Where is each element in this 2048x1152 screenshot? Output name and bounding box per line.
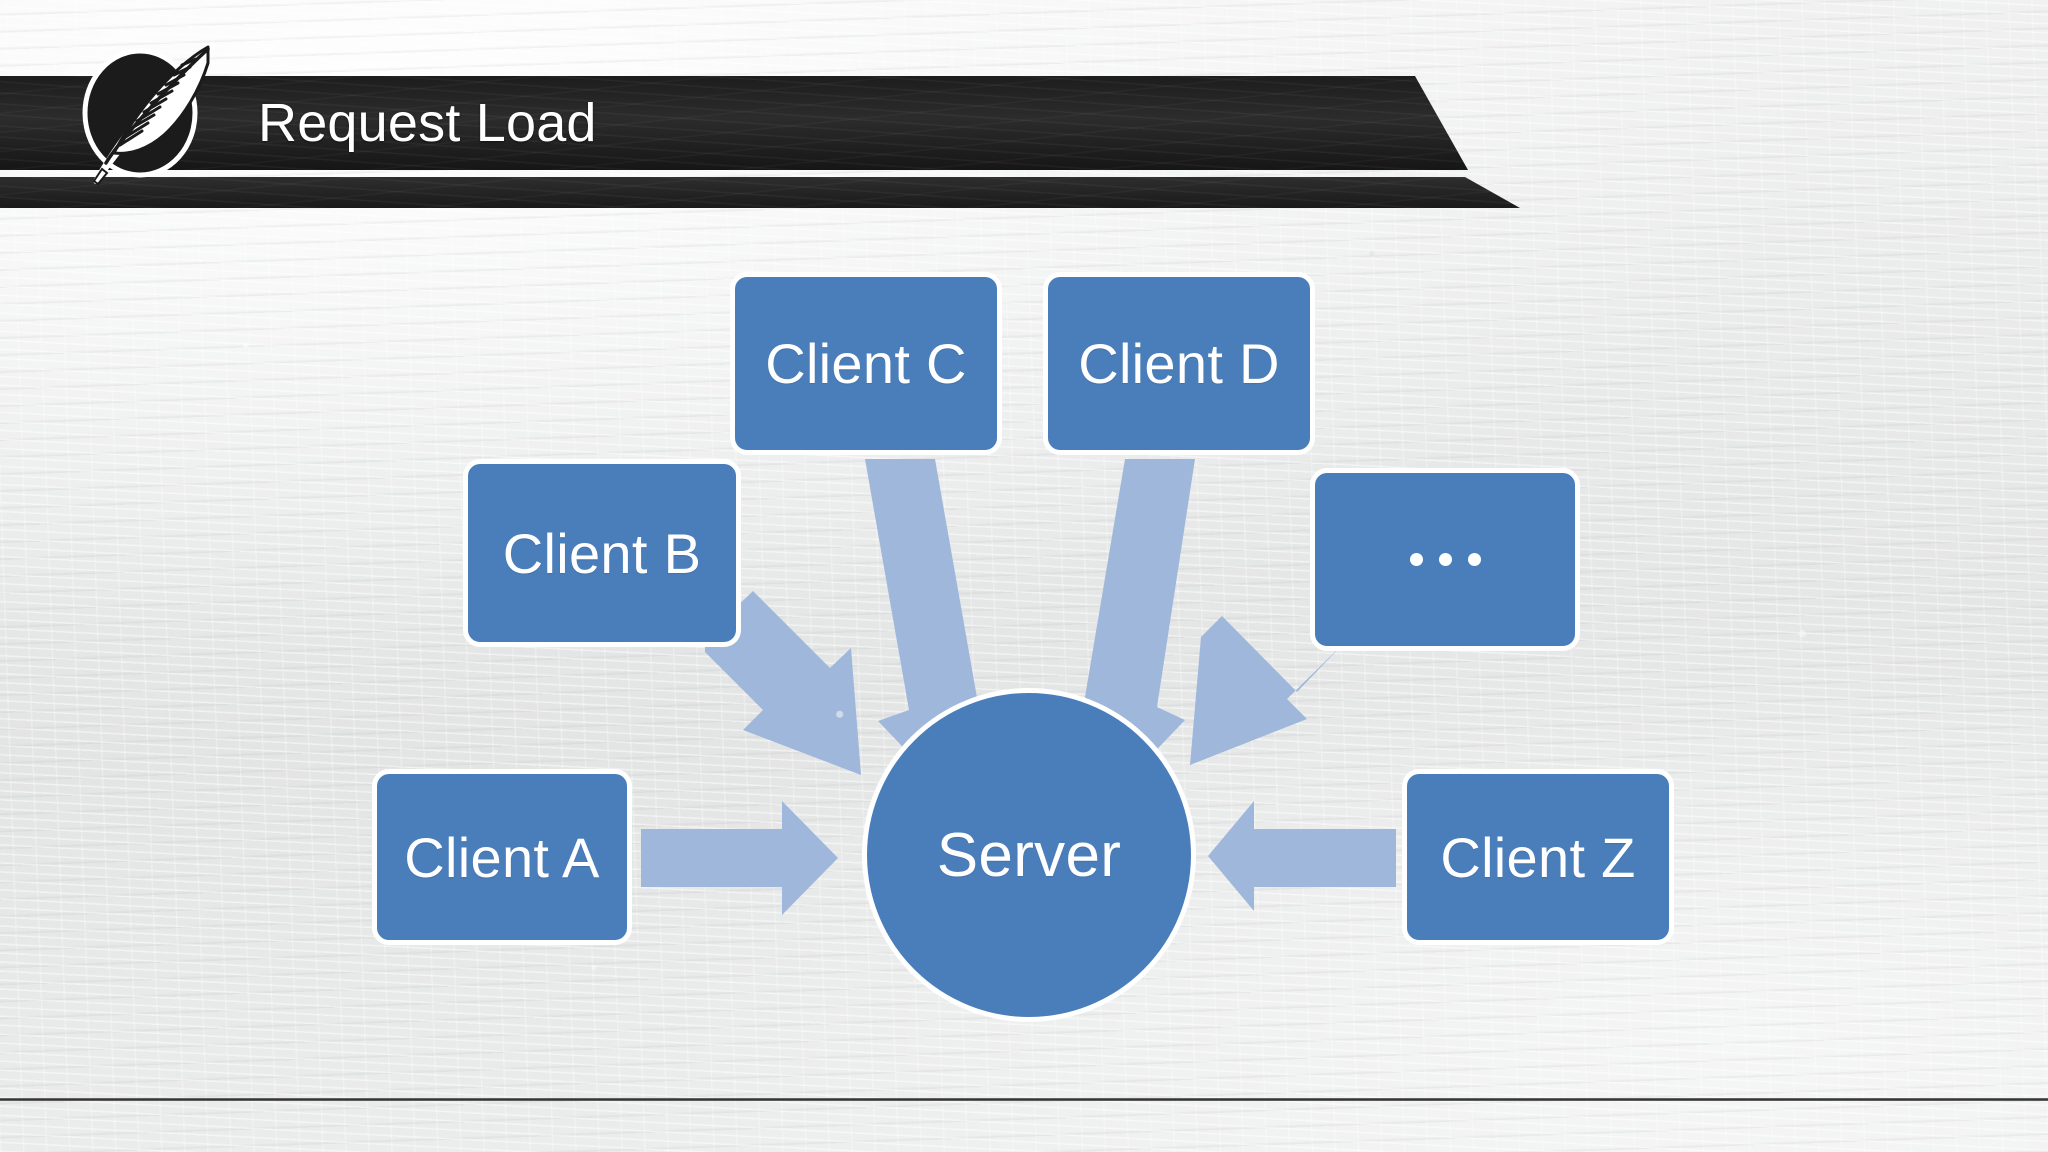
- node-label: Client D: [1078, 332, 1280, 395]
- node-label: Client C: [765, 332, 967, 395]
- node-client-b[interactable]: Client B: [463, 459, 741, 647]
- node-label: Client A: [404, 825, 600, 889]
- node-server[interactable]: Server: [862, 688, 1196, 1022]
- header-band-secondary: [0, 177, 1520, 208]
- node-client-c[interactable]: Client C: [730, 272, 1002, 455]
- slide-bottom-rule: [0, 1098, 2048, 1101]
- arrow-client-b-to-server: [705, 591, 861, 775]
- arrow-client-a-to-server: [641, 801, 838, 915]
- node-client-z[interactable]: Client Z: [1402, 769, 1674, 945]
- slide-header: Request Load: [0, 0, 2048, 215]
- node-label: Client B: [502, 521, 702, 585]
- node-ellipsis[interactable]: [1310, 468, 1580, 651]
- node-label: Client Z: [1440, 825, 1636, 889]
- arrow-ellipsis-to-server: [1190, 616, 1343, 765]
- ellipsis-dots-icon: [1409, 553, 1481, 566]
- page-title: Request Load: [258, 93, 597, 153]
- node-label: Server: [936, 820, 1122, 890]
- header-band-primary: [0, 76, 1468, 170]
- node-client-d[interactable]: Client D: [1043, 272, 1315, 455]
- node-client-a[interactable]: Client A: [372, 769, 632, 945]
- arrow-client-z-to-server: [1208, 801, 1396, 911]
- apache-feather-logo-icon: [72, 33, 224, 188]
